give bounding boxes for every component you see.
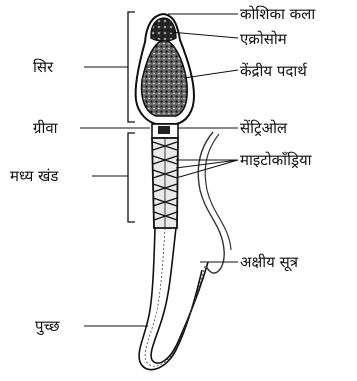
label-acrosome: एक्रोसोम [240,30,287,48]
label-head: सिर [33,58,53,76]
label-tail: पुच्छ [35,317,60,335]
label-centriole: सेंट्रिओल [240,119,287,137]
centriole-shape [158,126,170,134]
label-neck: ग्रीवा [33,119,58,137]
label-mitochondria: माइटोकॉंड्रिया [240,151,312,169]
label-cell-membrane: कोशिका कला [240,5,315,23]
tail-outline [139,228,202,370]
label-nucleus: केंद्रीय पदार्थ [240,62,307,80]
label-axial-filament: अक्षीय सूत्र [240,253,298,271]
label-middle-piece: मध्य खंड [10,167,58,185]
left-brackets [128,12,135,222]
